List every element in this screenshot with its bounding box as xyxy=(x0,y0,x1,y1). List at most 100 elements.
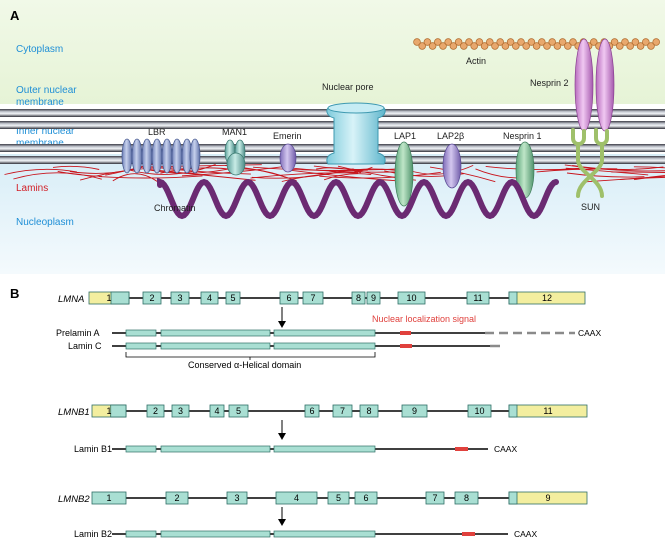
actin-bead xyxy=(428,42,437,50)
exon-number: 11 xyxy=(543,406,552,416)
lamin-fiber xyxy=(329,166,373,174)
lamin-fiber xyxy=(319,171,441,179)
splice-arrowhead-lmnb1 xyxy=(278,433,286,440)
actin-bead xyxy=(590,38,598,46)
exon-number: 5 xyxy=(236,406,241,416)
splice-arrowhead-lmna xyxy=(278,321,286,328)
actin-bead xyxy=(449,42,458,50)
actin-bead xyxy=(631,38,640,46)
nucleoplasm-label: Nucleoplasm xyxy=(16,217,74,228)
chromatin-label: Chromatin xyxy=(154,203,196,213)
caax-lamin-b2: CAAX xyxy=(514,529,537,539)
actin-bead xyxy=(486,38,494,46)
exon-box xyxy=(302,291,324,305)
lamin-c-protein: Lamin C xyxy=(68,341,500,351)
actin-bead xyxy=(423,38,432,46)
exon-box xyxy=(279,291,299,305)
protein-name-lamin-b1: Lamin B1 xyxy=(74,444,112,454)
exon-box xyxy=(226,491,248,505)
actin-bead xyxy=(413,38,421,46)
actin-bead xyxy=(621,38,629,46)
exon-number: 6 xyxy=(363,493,368,503)
actin-bead xyxy=(444,38,452,46)
cytoplasm-label: Cytoplasm xyxy=(16,44,63,55)
actin-filament xyxy=(413,38,660,50)
exon-box xyxy=(165,491,189,505)
lamin-fiber xyxy=(281,173,329,182)
nls-marker-lamin-c xyxy=(400,344,412,348)
actin-bead xyxy=(636,42,645,50)
outer-membrane-label-2: membrane xyxy=(16,97,64,108)
exon-number: 3 xyxy=(234,493,239,503)
lamin-meshwork xyxy=(4,163,665,183)
exon-box xyxy=(332,404,353,418)
exon-box xyxy=(228,404,249,418)
lamin-fiber xyxy=(148,169,256,181)
actin-bead xyxy=(480,42,489,50)
exon-number: 7 xyxy=(310,293,315,303)
lamin-fiber xyxy=(4,168,77,175)
exon-number: 4 xyxy=(207,293,212,303)
lamin-fiber xyxy=(485,165,585,171)
lamin-fiber xyxy=(536,168,618,173)
lap2b-label: LAP2β xyxy=(437,131,464,141)
exon-number: 3 xyxy=(177,293,182,303)
coding-segment xyxy=(508,291,518,305)
lamin-fiber xyxy=(354,168,398,171)
lamin-fiber xyxy=(408,164,474,175)
actin-bead xyxy=(501,42,510,50)
lamin-fiber xyxy=(98,175,203,179)
lbr-protein xyxy=(121,138,201,174)
exon-number: 6 xyxy=(286,293,291,303)
sun-label: SUN xyxy=(581,202,600,212)
cytoplasm-region xyxy=(0,0,665,104)
actin-bead xyxy=(434,38,442,46)
exon-box xyxy=(91,491,127,505)
outer-membrane-label-1: Outer nuclear xyxy=(16,85,77,96)
actin-bead xyxy=(475,38,484,46)
actin-bead xyxy=(543,42,551,50)
panel-b-label: B xyxy=(10,286,19,301)
lap1-protein xyxy=(394,141,414,207)
exon-number: 8 xyxy=(356,293,361,303)
exon-number: 11 xyxy=(473,293,482,303)
actin-bead xyxy=(564,42,572,50)
actin-bead xyxy=(496,38,504,46)
nesprin2-protein xyxy=(574,38,615,132)
exon-number: 7 xyxy=(432,493,437,503)
nls-marker-lamin-b2 xyxy=(462,532,475,536)
nls-marker-lamin-b1 xyxy=(455,447,468,451)
actin-bead xyxy=(527,38,536,46)
caax-lamin-b1: CAAX xyxy=(494,444,517,454)
lamin-fiber xyxy=(429,166,496,183)
caax-prelamin-a: CAAX xyxy=(578,328,601,338)
actin-label: Actin xyxy=(466,56,486,66)
lamin-fiber xyxy=(566,172,645,178)
nuclear-pore-label: Nuclear pore xyxy=(322,82,374,92)
exon-number: 7 xyxy=(340,406,345,416)
coding-segment xyxy=(508,404,518,418)
exon-number: 9 xyxy=(371,293,376,303)
man1-protein xyxy=(224,139,246,176)
lap2b-protein xyxy=(442,143,462,189)
actin-bead xyxy=(512,42,520,50)
exon-box xyxy=(275,491,318,505)
lamin-fiber xyxy=(633,166,665,169)
lap1-label: LAP1 xyxy=(394,131,416,141)
gene-name-lmnb2: LMNB2 xyxy=(58,494,90,505)
actin-bead xyxy=(465,38,473,46)
conserved-domain-label: Conserved α-Helical domain xyxy=(188,360,301,370)
actin-bead xyxy=(517,38,525,46)
actin-bead xyxy=(652,38,660,46)
man1-label: MAN1 xyxy=(222,127,247,137)
exon-number: 10 xyxy=(474,406,484,416)
coding-segment xyxy=(508,491,518,505)
actin-bead xyxy=(647,42,655,50)
inner-membrane-label-2: membrane xyxy=(16,138,64,149)
splice-arrowhead-lmnb2 xyxy=(278,519,286,526)
exon-box xyxy=(200,291,219,305)
